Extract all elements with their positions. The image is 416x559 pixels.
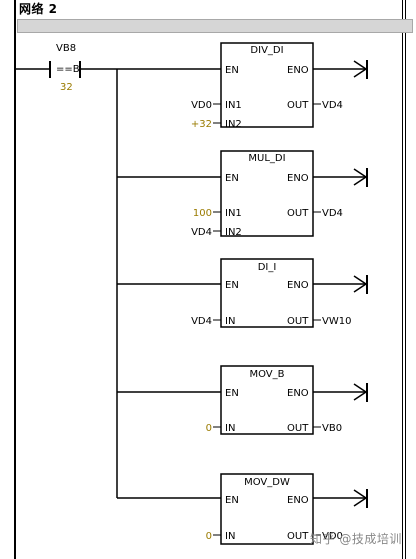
out-pin-label: OUT (287, 208, 309, 219)
out-pin-label: OUT (287, 316, 309, 327)
in-pin-label: IN (225, 316, 235, 327)
block-title: MUL_DI (248, 153, 285, 164)
out-pin-label: OUT (287, 100, 309, 111)
contact-compare-value: 32 (60, 82, 73, 93)
function-block-mul-di[interactable]: MUL_DI EN ENO IN1 IN2 OUT 100 VD4 VD4 (191, 150, 343, 238)
eno-pin-label: ENO (287, 280, 309, 291)
out-operand[interactable]: VD4 (322, 208, 343, 219)
in1-pin-label: IN1 (225, 100, 242, 111)
contact-operand: VB8 (56, 43, 76, 54)
in2-pin-label: IN2 (225, 119, 242, 130)
in2-operand[interactable]: VD4 (191, 227, 212, 238)
in-operand[interactable]: 0 (206, 423, 212, 434)
out-pin-label: OUT (287, 423, 309, 434)
in-operand[interactable]: 0 (206, 531, 212, 542)
out-operand[interactable]: VD4 (322, 100, 343, 111)
in1-operand[interactable]: 100 (193, 208, 212, 219)
compare-contact[interactable]: VB8 ==B 32 (16, 43, 81, 93)
eno-pin-label: ENO (287, 173, 309, 184)
out-operand[interactable]: VW10 (322, 316, 351, 327)
network-comment-bar[interactable] (17, 19, 413, 33)
out-pin-label: OUT (287, 531, 309, 542)
in2-operand[interactable]: +32 (191, 119, 212, 130)
block-title: MOV_DW (244, 477, 290, 488)
block-title: DIV_DI (250, 45, 283, 56)
en-pin-label: EN (225, 65, 239, 76)
function-block-div-di[interactable]: DIV_DI EN ENO IN1 IN2 OUT VD0 +32 VD4 (191, 42, 343, 130)
network-title[interactable]: 网络 2 (19, 2, 58, 16)
eno-pin-label: ENO (287, 388, 309, 399)
en-pin-label: EN (225, 280, 239, 291)
eno-pin-label: ENO (287, 495, 309, 506)
watermark-text: 知乎 @技成培训 (310, 532, 402, 546)
in1-pin-label: IN1 (225, 208, 242, 219)
out-operand[interactable]: VD0 (322, 531, 343, 542)
block-title: MOV_B (249, 369, 284, 380)
out-operand[interactable]: VB0 (322, 423, 342, 434)
function-block-mov-dw[interactable]: MOV_DW EN ENO IN OUT 0 VD0 (206, 473, 343, 545)
function-block-di-i[interactable]: DI_I EN ENO IN OUT VD4 VW10 (191, 258, 351, 328)
right-edge-line (402, 0, 403, 559)
contact-operator: ==B (56, 64, 80, 75)
in2-pin-label: IN2 (225, 227, 242, 238)
function-block-mov-b[interactable]: MOV_B EN ENO IN OUT 0 VB0 (206, 365, 342, 435)
en-pin-label: EN (225, 388, 239, 399)
en-pin-label: EN (225, 173, 239, 184)
en-pin-label: EN (225, 495, 239, 506)
in-operand[interactable]: VD4 (191, 316, 212, 327)
in-pin-label: IN (225, 531, 235, 542)
left-power-rail (14, 0, 16, 559)
right-edge-line-outer (405, 0, 406, 559)
block-title: DI_I (258, 262, 277, 273)
in1-operand[interactable]: VD0 (191, 100, 212, 111)
in-pin-label: IN (225, 423, 235, 434)
eno-pin-label: ENO (287, 65, 309, 76)
